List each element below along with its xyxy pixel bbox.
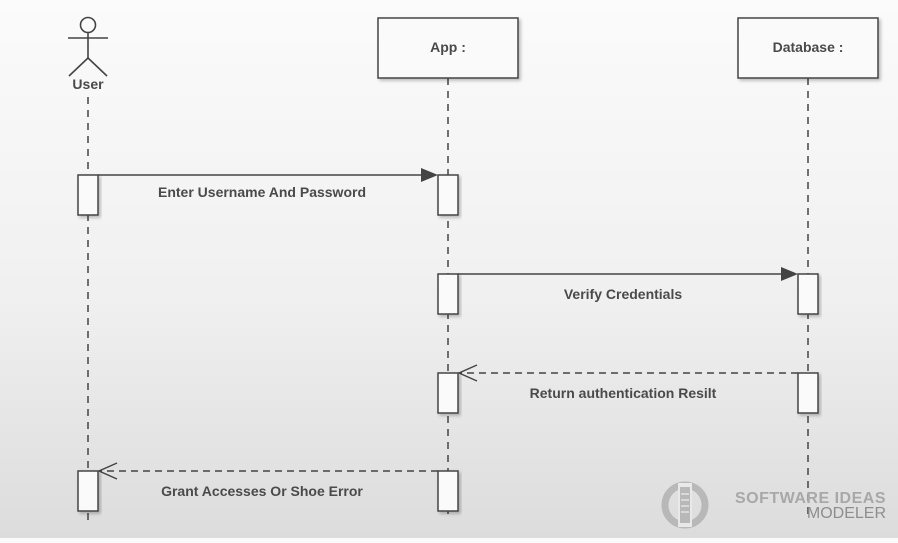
message-2-label: Verify Credentials: [564, 286, 682, 302]
message-2[interactable]: Verify Credentials: [458, 267, 798, 302]
message-1[interactable]: Enter Username And Password: [98, 168, 438, 200]
user-actor[interactable]: [68, 16, 108, 77]
message-3-label: Return authentication Resilt: [530, 385, 717, 401]
app-activation-2[interactable]: [437, 273, 459, 315]
filled-arrowhead-icon: [781, 267, 798, 281]
message-4-label: Grant Accesses Or Shoe Error: [161, 483, 363, 499]
app-activation-4[interactable]: [437, 470, 459, 512]
app-lifeline-header[interactable]: App :: [377, 17, 519, 79]
watermark: SOFTWARE IDEAS MODELER: [661, 481, 886, 529]
database-activation-2[interactable]: [797, 372, 819, 414]
message-4[interactable]: Grant Accesses Or Shoe Error: [97, 462, 438, 499]
app-lifeline-label: App :: [430, 39, 466, 55]
app-activation-1[interactable]: [437, 174, 459, 216]
open-arrowhead-icon: [97, 462, 118, 480]
user-activation-1[interactable]: [77, 174, 99, 216]
database-lifeline-header[interactable]: Database :: [737, 17, 879, 79]
user-activation-2[interactable]: [77, 470, 99, 512]
user-actor-icon: [79, 16, 97, 34]
user-actor-label: User: [72, 76, 104, 92]
open-arrowhead-icon: [457, 364, 478, 382]
watermark-line2: MODELER: [807, 505, 886, 522]
message-3[interactable]: Return authentication Resilt: [457, 364, 798, 401]
filled-arrowhead-icon: [421, 168, 438, 182]
database-activation-1[interactable]: [797, 273, 819, 315]
app-activation-3[interactable]: [437, 372, 459, 414]
watermark-line1: SOFTWARE IDEAS: [735, 490, 886, 507]
software-ideas-logo-icon: [661, 481, 709, 529]
message-1-label: Enter Username And Password: [158, 184, 366, 200]
database-lifeline-label: Database :: [773, 39, 844, 55]
